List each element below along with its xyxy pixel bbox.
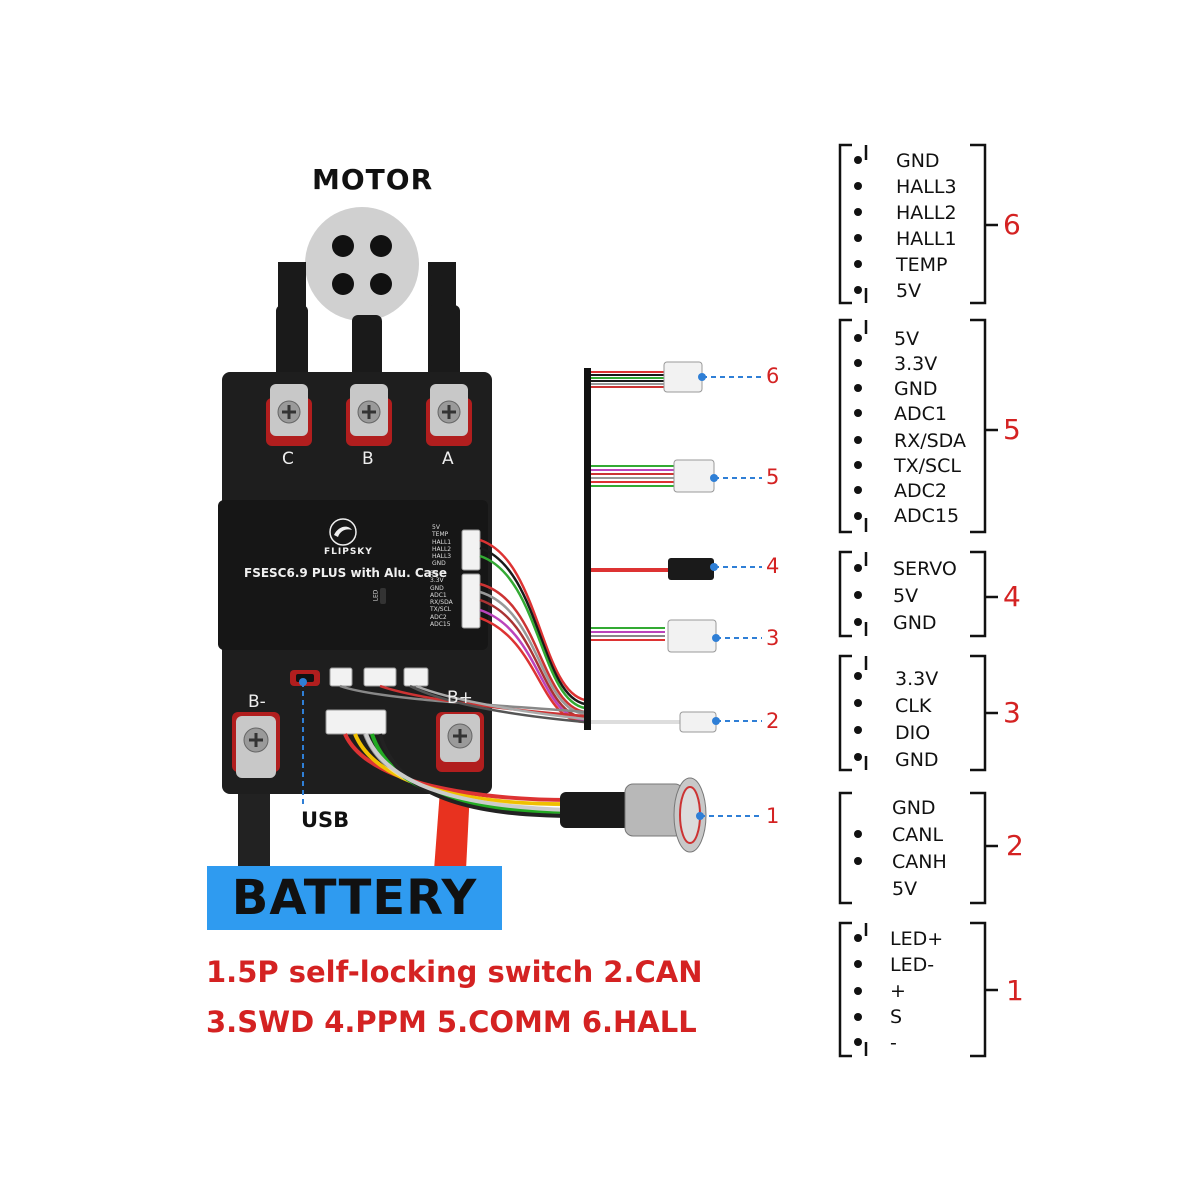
harness-split-bar xyxy=(584,368,591,730)
pinout-group-number: 1 xyxy=(1006,974,1024,1007)
pin-label: GND xyxy=(896,150,940,172)
pin-label: GND xyxy=(892,797,936,819)
callout-5: 5 xyxy=(766,465,780,489)
pin-label: LED- xyxy=(890,954,935,976)
pin-dots xyxy=(854,156,862,1046)
callout-3: 3 xyxy=(766,626,780,650)
pin-label: LED+ xyxy=(890,928,944,950)
pinout-connectors xyxy=(838,143,868,1058)
pin-label: CANH xyxy=(892,851,947,873)
callout-4: 4 xyxy=(766,554,780,578)
pin-label: HALL2 xyxy=(896,202,957,224)
pinout-brackets xyxy=(970,143,998,1058)
motor-icon xyxy=(305,207,419,321)
pin-label: - xyxy=(890,1032,897,1054)
pin-label: ADC2 xyxy=(894,480,947,502)
pin-label: DIO xyxy=(895,722,931,744)
phase-label-b: B xyxy=(362,449,374,469)
self-locking-switch-icon xyxy=(624,777,707,853)
pin-label: S xyxy=(890,1006,903,1028)
pin-label: 5V xyxy=(892,878,918,900)
wire-harness xyxy=(339,538,586,724)
battery-terminals xyxy=(232,712,484,778)
pin-label: ADC15 xyxy=(894,505,960,527)
pin-label: HALL1 xyxy=(896,228,957,250)
pin-label: GND xyxy=(893,612,937,634)
pinout-group-number: 5 xyxy=(1003,413,1021,446)
switch-cable xyxy=(343,733,571,818)
pin-label: SERVO xyxy=(893,558,957,580)
branch-connectors xyxy=(663,361,717,733)
pinout-group-number: 3 xyxy=(1003,696,1021,729)
pin-label: TX/SCL xyxy=(894,455,961,477)
pin-label: 5V xyxy=(896,280,922,302)
phase-label-a: A xyxy=(442,449,454,469)
legend-line-2: 3.SWD 4.PPM 5.COMM 6.HALL xyxy=(206,1005,697,1039)
pin-label: GND xyxy=(894,378,938,400)
pin-label: 3.3V xyxy=(895,668,939,690)
pin-label: HALL3 xyxy=(896,176,957,198)
board-title: FSESC6.9 PLUS with Alu. Case xyxy=(244,566,448,580)
board-comm-silkscreen: 5V 3.3V GND ADC1 RX/SDA TX/SCL ADC2 ADC1… xyxy=(430,570,453,629)
battery-banner: BATTERY xyxy=(207,866,502,930)
pinout-group-number: 2 xyxy=(1006,829,1024,862)
pin-label: TEMP xyxy=(896,254,948,276)
pin-label: 5V xyxy=(893,585,919,607)
callout-2: 2 xyxy=(766,709,780,733)
branch-wires xyxy=(591,371,680,724)
brand-logo-icon xyxy=(329,518,357,546)
callout-1: 1 xyxy=(766,804,780,828)
servo-plug xyxy=(668,558,714,580)
usb-label: USB xyxy=(301,808,350,832)
callout-lines xyxy=(302,376,762,817)
phase-label-c: C xyxy=(282,449,294,469)
pin-label: 3.3V xyxy=(894,353,938,375)
pin-label: + xyxy=(890,980,906,1002)
pin-label: RX/SDA xyxy=(894,430,966,452)
callout-6: 6 xyxy=(766,364,780,388)
battery-negative-label: B- xyxy=(248,692,266,712)
pin-label: CANL xyxy=(892,824,944,846)
pinout-group-number: 4 xyxy=(1003,580,1021,613)
battery-positive-label: B+ xyxy=(447,688,473,708)
battery-negative-cable xyxy=(238,780,270,870)
legend-line-1: 1.5P self-locking switch 2.CAN xyxy=(206,955,703,989)
motor-label: MOTOR xyxy=(312,163,434,196)
pin-label: CLK xyxy=(895,695,932,717)
status-led xyxy=(380,588,386,604)
pin-label: GND xyxy=(895,749,939,771)
pin-label: 5V xyxy=(894,328,920,350)
pin-label: ADC1 xyxy=(894,403,947,425)
board-led-mark: LED xyxy=(372,589,380,602)
pinout-group-number: 6 xyxy=(1003,208,1021,241)
board-hall-silkscreen: 5V TEMP HALL1 HALL2 HALL3 GND xyxy=(432,524,452,568)
board-brand: FLIPSKY xyxy=(324,547,373,557)
callout-dots xyxy=(299,373,720,820)
board-connectors xyxy=(325,529,481,735)
phase-terminals xyxy=(266,384,472,446)
battery-label: BATTERY xyxy=(231,870,478,926)
battery-positive-cable xyxy=(434,790,470,870)
